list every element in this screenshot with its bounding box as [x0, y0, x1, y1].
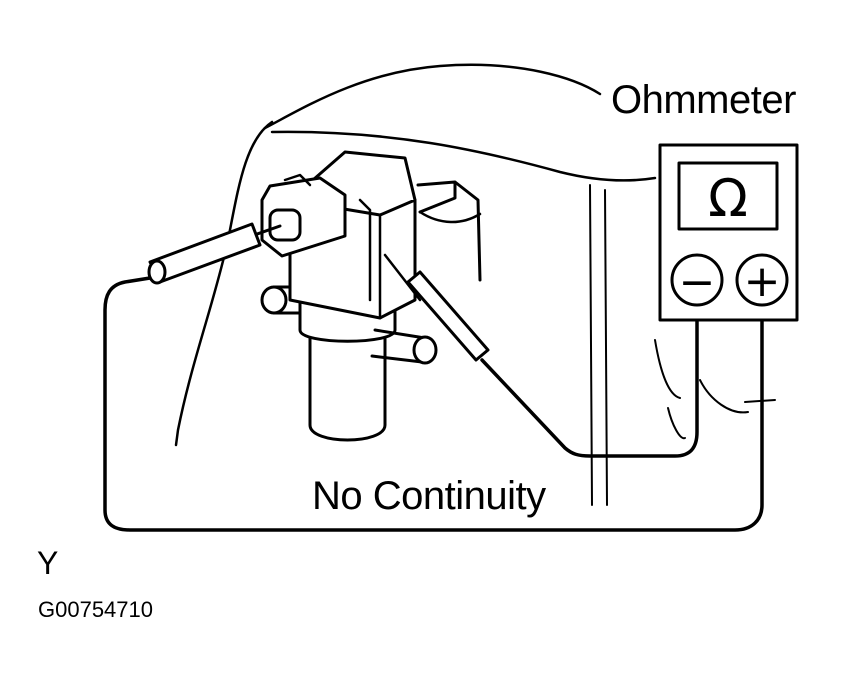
vsv-port-right-tube [370, 328, 427, 364]
view-label: Y [37, 545, 59, 581]
figure-id: G00754710 [38, 597, 153, 622]
vsv-port-left [260, 285, 288, 315]
vsv-connector-latch [283, 173, 312, 187]
ohmmeter-label: Ohmmeter [611, 78, 796, 122]
lead-left-wire [103, 276, 764, 532]
result-label: No Continuity [312, 474, 546, 518]
engine-body-right-edge [270, 130, 657, 182]
engine-body-outline [174, 120, 274, 447]
engine-body-top-edge [263, 63, 602, 130]
vsv-cylinder [308, 318, 387, 442]
probe-left-tip [147, 259, 167, 285]
vsv-port-right [412, 335, 438, 365]
terminal-negative [670, 253, 724, 307]
probe-left-handle [148, 222, 262, 284]
bracket-detail-2 [667, 407, 686, 440]
ohmmeter-display-symbol: Ω [708, 169, 748, 229]
lead-right-wire [480, 308, 699, 458]
bracket-detail [654, 339, 776, 414]
probe-right-handle [406, 270, 490, 362]
probe-right-needle [383, 253, 422, 302]
vsv-housing-edge [358, 198, 382, 320]
terminal-negative-sign: − [679, 257, 716, 308]
terminal-positive-sign: + [744, 256, 781, 307]
bracket-vertical-line [589, 184, 608, 506]
vsv-connector-socket [268, 208, 302, 242]
hose-clip-lower [418, 210, 482, 224]
ohmmeter-display [677, 161, 779, 231]
terminal-positive [735, 253, 789, 307]
hose-clip [416, 180, 482, 282]
